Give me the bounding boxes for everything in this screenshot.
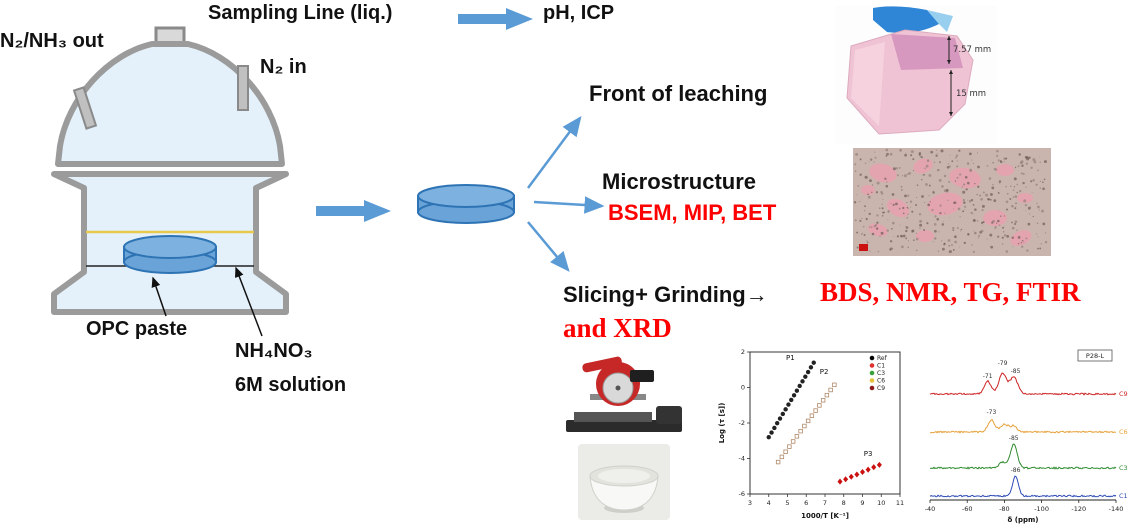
- svg-text:-71: -71: [983, 373, 993, 380]
- photo-slicing-saw: [560, 350, 688, 442]
- label-n2-in: N₂ in: [260, 56, 307, 78]
- label-bds-nmr-tg-ftir: BDS, NMR, TG, FTIR: [820, 277, 1081, 307]
- svg-text:8: 8: [842, 499, 846, 507]
- dimension-annotations: 7.57 mm 15 mm: [947, 36, 991, 116]
- svg-text:-120: -120: [1071, 505, 1086, 513]
- n2-inlet-port: [237, 65, 249, 111]
- label-sampling-line: Sampling Line (liq.): [208, 2, 393, 24]
- svg-text:-85: -85: [1011, 368, 1021, 375]
- label-and-xrd: and XRD: [563, 313, 672, 343]
- leached-sample-chunk: [846, 29, 974, 135]
- svg-text:P28-L: P28-L: [1086, 352, 1105, 360]
- label-6m-solution: 6M solution: [235, 374, 347, 396]
- sem-micrograph: [853, 148, 1051, 256]
- svg-text:2: 2: [741, 348, 745, 356]
- svg-text:6: 6: [804, 499, 808, 507]
- label-microstructure: Microstructure: [602, 169, 757, 194]
- svg-text:-73: -73: [986, 409, 996, 416]
- label-nh4no3: NH₄NO₃: [235, 340, 313, 362]
- desiccator-illustration: [51, 26, 289, 337]
- label-bsem-mip-bet: BSEM, MIP, BET: [608, 200, 777, 225]
- label-slicing-grinding: Slicing+ Grinding→: [563, 282, 768, 307]
- outlet-port: [72, 86, 98, 130]
- svg-text:C6: C6: [877, 378, 885, 385]
- arrow-to-front-of-leaching: [526, 115, 582, 189]
- label-front-of-leaching: Front of leaching: [589, 81, 768, 106]
- sem-scale-marker: [859, 244, 868, 251]
- svg-text:-60: -60: [962, 505, 973, 513]
- label-opc-paste: OPC paste: [86, 318, 188, 340]
- svg-text:3: 3: [748, 499, 752, 507]
- svg-text:Ref: Ref: [877, 355, 888, 362]
- dim-label-top: 7.57 mm: [953, 45, 991, 55]
- desiccator-lid: [55, 41, 285, 167]
- sampling-flow-arrow: [458, 8, 533, 30]
- svg-text:-140: -140: [1109, 505, 1124, 513]
- svg-text:-86: -86: [1011, 467, 1021, 474]
- photo-mortar: [578, 444, 670, 520]
- svg-text:C3: C3: [877, 370, 885, 377]
- mortar-bowl: [589, 465, 659, 513]
- svg-text:-40: -40: [925, 505, 936, 513]
- opc-sample-disk: [123, 235, 217, 274]
- svg-text:-100: -100: [1034, 505, 1049, 513]
- sample-disk: [417, 184, 515, 224]
- saw-machine: [566, 356, 682, 432]
- arrow-to-slicing: [527, 221, 570, 272]
- svg-text:C9: C9: [877, 385, 885, 392]
- opc-pointer-arrow: [151, 276, 167, 317]
- svg-text:C3: C3: [1119, 464, 1128, 472]
- svg-text:11: 11: [896, 499, 904, 507]
- svg-text:5: 5: [785, 499, 789, 507]
- photo-leached-sample: 7.57 mm 15 mm: [835, 6, 997, 144]
- arrow-to-microstructure: [533, 196, 605, 214]
- bds-relaxation-chart: 3 4 5 6 7 8 9 10 11 2 0 -2 -4 -6 1000/T [K⁻¹] Log (τ [s…: [718, 348, 904, 520]
- svg-text:4: 4: [767, 499, 771, 507]
- svg-text:P2: P2: [820, 368, 829, 376]
- svg-text:P3: P3: [864, 450, 873, 458]
- svg-text:C1: C1: [877, 363, 885, 370]
- solution-pointer-arrow: [235, 266, 263, 337]
- transfer-flow-arrow: [316, 200, 391, 222]
- svg-text:-80: -80: [999, 505, 1010, 513]
- arrow-right-icon: [458, 8, 533, 30]
- arrow-right-icon: [316, 200, 391, 222]
- svg-text:9: 9: [860, 499, 864, 507]
- svg-text:-85: -85: [1009, 435, 1019, 442]
- svg-text:7: 7: [823, 499, 827, 507]
- disk-cylinder: [417, 184, 515, 224]
- label-n2-nh3-out: N₂/NH₃ out: [0, 30, 104, 52]
- sem-texture-dots: [853, 148, 1048, 254]
- svg-text:-4: -4: [739, 455, 745, 463]
- svg-text:Log (τ [s]): Log (τ [s]): [718, 403, 726, 444]
- label-ph-icp: pH, ICP: [543, 2, 615, 24]
- dim-label-bottom: 15 mm: [956, 89, 986, 99]
- svg-text:1000/T [K⁻¹]: 1000/T [K⁻¹]: [801, 512, 849, 520]
- svg-text:δ (ppm): δ (ppm): [1008, 516, 1039, 524]
- svg-text:C1: C1: [1119, 492, 1128, 500]
- svg-text:0: 0: [741, 384, 745, 392]
- svg-text:C6: C6: [1119, 428, 1128, 436]
- svg-text:-2: -2: [739, 419, 745, 427]
- svg-text:-79: -79: [998, 360, 1008, 367]
- desiccator-body: [51, 26, 289, 337]
- svg-text:C9: C9: [1119, 390, 1128, 398]
- svg-text:-6: -6: [739, 490, 745, 498]
- blue-clamp: [873, 6, 953, 34]
- svg-text:P1: P1: [786, 354, 795, 362]
- sem-pink-patches: [861, 158, 1033, 246]
- svg-text:10: 10: [877, 499, 885, 507]
- branch-arrows: [526, 115, 605, 272]
